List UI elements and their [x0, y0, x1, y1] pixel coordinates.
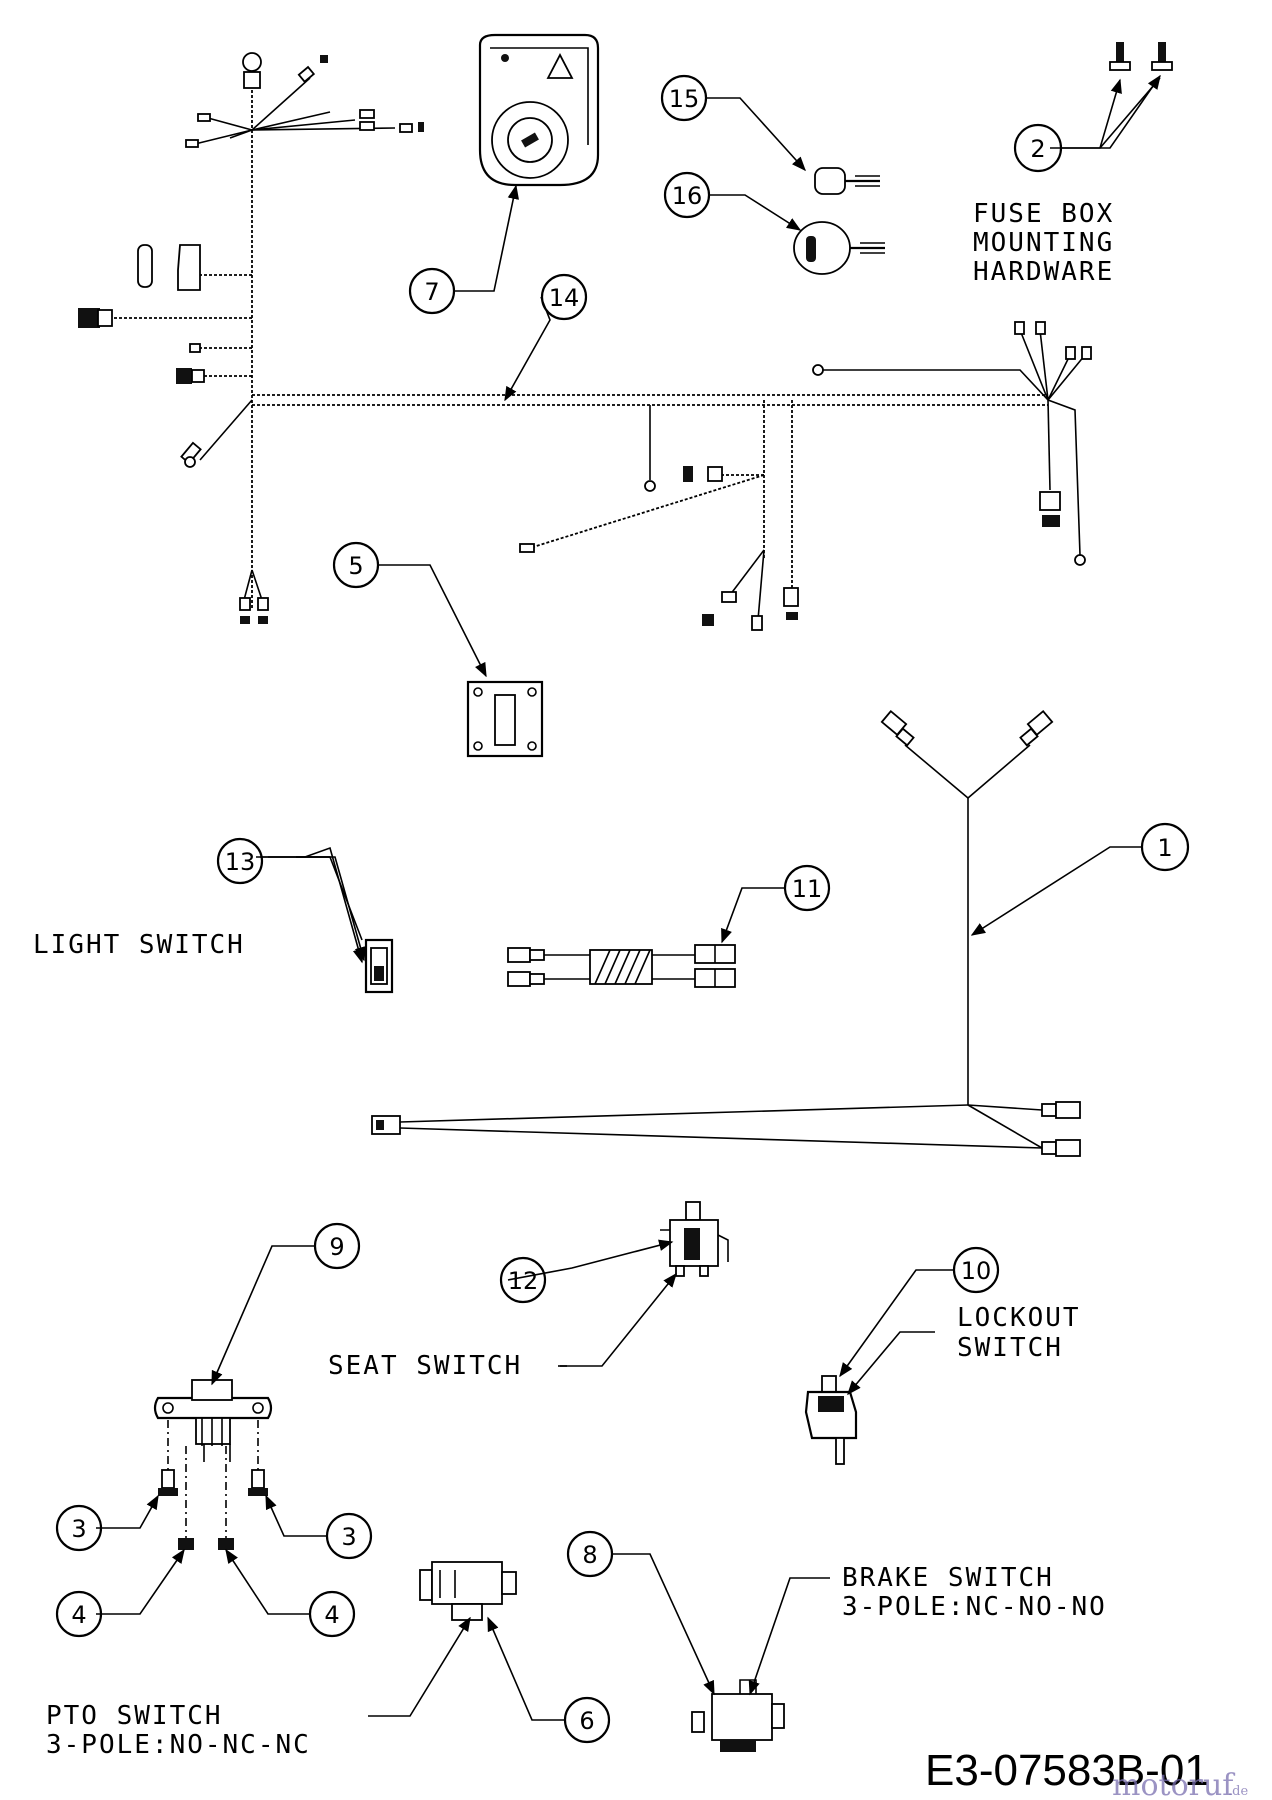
callout-16: 16: [663, 171, 711, 219]
light-switch-13: [364, 938, 394, 994]
callout-4-right: 4: [308, 1590, 356, 1638]
callout-15: 15: [660, 74, 708, 122]
callout-3-left: 3: [55, 1504, 103, 1552]
resistor-harness-11: [507, 944, 736, 988]
svg-text:11: 11: [792, 875, 823, 903]
pto-switch-label-line1: PTO SWITCH: [46, 1701, 223, 1731]
svg-text:3: 3: [71, 1515, 86, 1543]
svg-text:16: 16: [672, 182, 703, 210]
callout-10: 10: [952, 1246, 1000, 1294]
switch-assembly-9: [153, 1379, 273, 1550]
callout-4-left: 4: [55, 1590, 103, 1638]
lockout-switch-10: [804, 1375, 858, 1465]
svg-text:5: 5: [348, 552, 363, 580]
callout-1: 1: [1140, 822, 1190, 872]
lockout-switch-label-line2: SWITCH: [957, 1333, 1063, 1363]
seat-switch-12: [660, 1201, 729, 1277]
svg-text:2: 2: [1030, 135, 1045, 163]
svg-text:6: 6: [579, 1707, 594, 1735]
svg-text:4: 4: [71, 1601, 86, 1629]
callout-3-right: 3: [325, 1512, 373, 1560]
ignition-switch: [478, 33, 600, 187]
svg-text:4: 4: [324, 1601, 339, 1629]
svg-text:10: 10: [961, 1257, 992, 1285]
light-switch-label: LIGHT SWITCH: [33, 930, 245, 960]
leader-lines: [96, 74, 1161, 1721]
svg-text:3: 3: [341, 1523, 356, 1551]
callout-9: 9: [313, 1222, 361, 1270]
svg-text:13: 13: [225, 848, 256, 876]
seat-switch-label: SEAT SWITCH: [328, 1351, 522, 1381]
callout-13: 13: [216, 837, 264, 885]
brake-switch-8: [691, 1679, 785, 1752]
svg-text:7: 7: [424, 278, 439, 306]
svg-text:12: 12: [508, 1267, 539, 1295]
callout-6: 6: [563, 1696, 611, 1744]
pto-switch-6: [419, 1561, 517, 1621]
main-wire-harness: [110, 77, 1086, 621]
svg-text:14: 14: [549, 284, 580, 312]
diagram-code: E3-07583B-01: [925, 1746, 1209, 1795]
y-harness-1: [371, 709, 1081, 1157]
svg-text:9: 9: [329, 1233, 344, 1261]
switch-plate-5: [466, 680, 544, 758]
fuse-box-bolts: [1109, 42, 1173, 71]
callout-7: 7: [408, 267, 456, 315]
fuse-box-label-line3: HARDWARE: [973, 257, 1114, 287]
lockout-switch-label-line1: LOCKOUT: [957, 1303, 1081, 1333]
svg-text:15: 15: [669, 85, 700, 113]
brake-switch-label-line2: 3-POLE:NC-NO-NO: [842, 1592, 1107, 1622]
fuse-box-label-line2: MOUNTING: [973, 228, 1114, 258]
fuse-box-label-line1: FUSE BOX: [973, 199, 1114, 229]
watermark-brand: motoruf: [1112, 1768, 1235, 1800]
watermark-suffix: .de: [1228, 1784, 1248, 1799]
brake-switch-label-line1: BRAKE SWITCH: [842, 1563, 1054, 1593]
svg-text:8: 8: [582, 1541, 597, 1569]
key-16: [793, 221, 885, 275]
callout-2: 2: [1013, 123, 1063, 173]
callout-5: 5: [332, 541, 380, 589]
callout-12: 12: [499, 1256, 547, 1304]
callout-8: 8: [566, 1530, 614, 1578]
svg-text:1: 1: [1157, 834, 1172, 862]
callout-11: 11: [783, 864, 831, 912]
harness-connectors: [78, 52, 1092, 631]
callout-14: 14: [540, 273, 588, 321]
key-15: [814, 167, 880, 195]
pto-switch-label-line2: 3-POLE:NO-NC-NC: [46, 1730, 311, 1760]
